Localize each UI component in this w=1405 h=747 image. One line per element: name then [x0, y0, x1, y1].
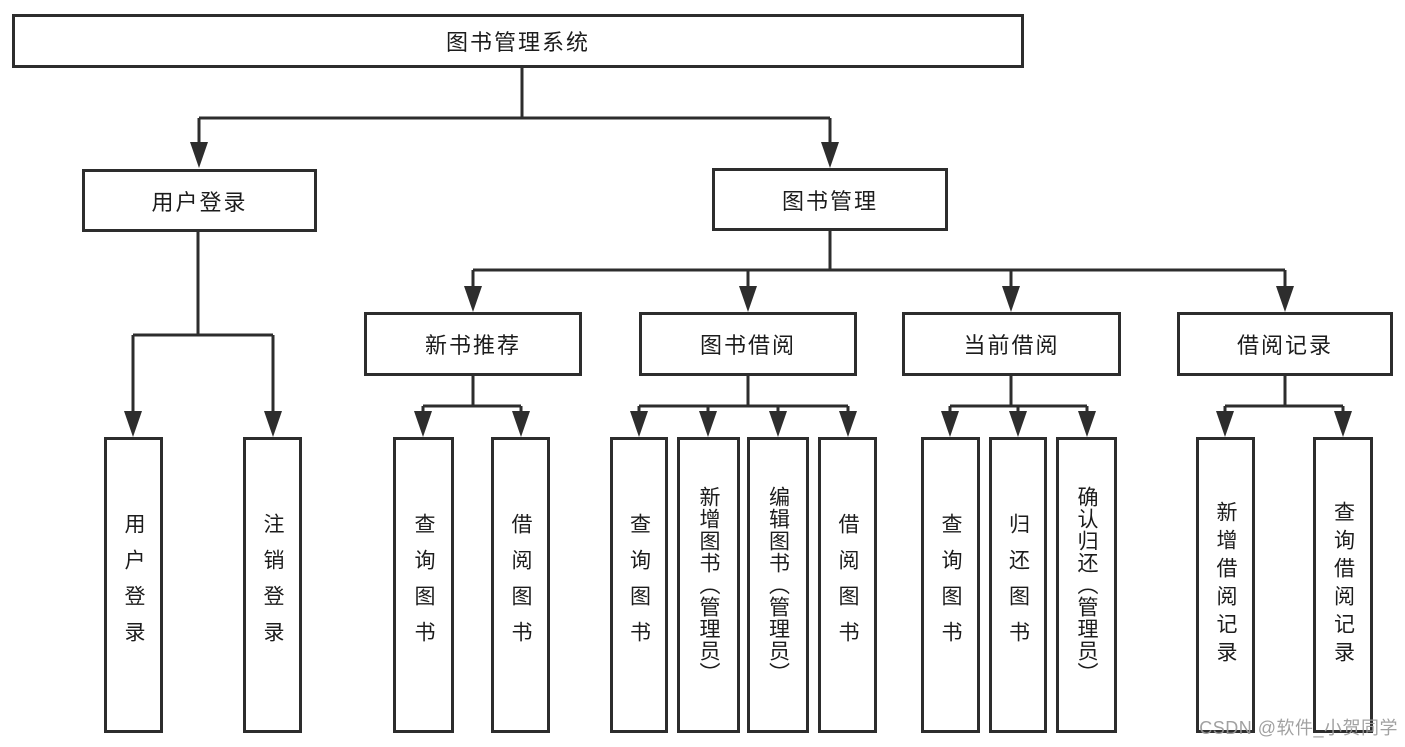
node-book-borrowing: 图书借阅	[639, 312, 857, 376]
connector-user-login-children	[131, 232, 275, 414]
arrowhead	[941, 411, 959, 437]
arrowhead	[1216, 411, 1234, 437]
arrowhead	[190, 142, 208, 168]
arrowhead	[630, 411, 648, 437]
leaf-query-books-borrowing: 查询图书	[610, 437, 668, 733]
arrowhead	[264, 411, 282, 437]
node-book-management: 图书管理	[712, 168, 948, 231]
arrowhead	[1334, 411, 1352, 437]
leaf-query-borrow-record: 查询借阅记录	[1313, 437, 1373, 733]
leaf-label: 新增图书（管理员）	[697, 486, 720, 684]
arrowhead	[739, 286, 757, 312]
arrowhead	[1276, 286, 1294, 312]
node-system-root: 图书管理系统	[12, 14, 1024, 68]
arrowhead	[512, 411, 530, 437]
leaf-label: 查询图书	[939, 513, 962, 657]
leaf-label: 借阅图书	[836, 513, 859, 657]
leaf-label: 归还图书	[1006, 513, 1030, 657]
csdn-watermark: CSDN @软件_小贺同学	[1199, 718, 1398, 738]
connector-borrow-records-children	[1223, 376, 1345, 414]
arrowhead	[1078, 411, 1096, 437]
node-borrow-records: 借阅记录	[1177, 312, 1393, 376]
leaf-query-books-recommend: 查询图书	[393, 437, 454, 733]
leaf-label: 确认归还（管理员）	[1075, 486, 1098, 684]
leaf-label: 查询图书	[627, 513, 651, 657]
leaf-add-borrow-record: 新增借阅记录	[1196, 437, 1255, 733]
leaf-logout: 注销登录	[243, 437, 302, 733]
leaf-borrow-books-recommend: 借阅图书	[491, 437, 550, 733]
connector-book-borrow-children	[637, 376, 850, 414]
arrowhead	[414, 411, 432, 437]
leaf-confirm-return-admin: 确认归还（管理员）	[1056, 437, 1117, 733]
node-current-borrowing: 当前借阅	[902, 312, 1121, 376]
leaf-query-books-current: 查询图书	[921, 437, 980, 733]
arrowhead	[769, 411, 787, 437]
leaf-add-books-admin: 新增图书（管理员）	[677, 437, 740, 733]
connector-root-to-level1	[197, 68, 832, 144]
connector-new-book-rec-children	[421, 376, 523, 414]
leaf-edit-books-admin: 编辑图书（管理员）	[747, 437, 809, 733]
arrowhead	[1002, 286, 1020, 312]
arrowhead	[1009, 411, 1027, 437]
leaf-label: 查询借阅记录	[1331, 501, 1355, 669]
leaf-return-books: 归还图书	[989, 437, 1047, 733]
node-user-login: 用户登录	[82, 169, 317, 232]
leaf-borrow-books-borrowing: 借阅图书	[818, 437, 877, 733]
leaf-label: 用户登录	[122, 513, 145, 657]
leaf-label: 新增借阅记录	[1214, 501, 1237, 669]
arrowheads	[124, 142, 1352, 437]
arrowhead	[699, 411, 717, 437]
node-new-book-recommend: 新书推荐	[364, 312, 582, 376]
leaf-user-login: 用户登录	[104, 437, 163, 733]
arrowhead	[464, 286, 482, 312]
leaf-label: 编辑图书（管理员）	[766, 486, 790, 684]
arrowhead	[124, 411, 142, 437]
leaf-label: 查询图书	[412, 513, 435, 657]
arrowhead	[821, 142, 839, 168]
connector-book-mgmt-children	[471, 231, 1287, 288]
leaf-label: 注销登录	[261, 513, 284, 657]
connector-current-borrow-children	[948, 376, 1089, 414]
arrowhead	[839, 411, 857, 437]
leaf-label: 借阅图书	[509, 513, 532, 657]
